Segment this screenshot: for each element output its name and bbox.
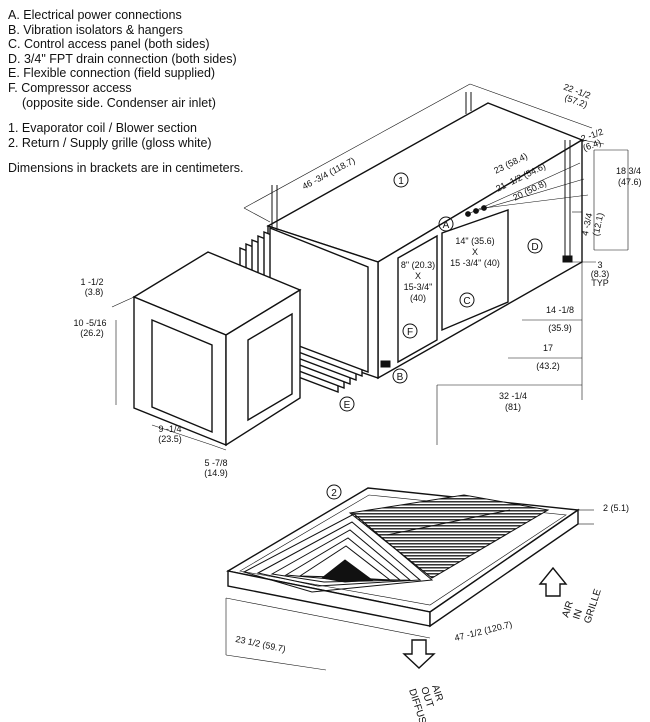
legend-units-note: Dimensions in brackets are in centimeter…: [8, 161, 244, 176]
callout-b: B: [397, 372, 404, 383]
isolator: [380, 360, 391, 368]
callout-1-circle: [393, 172, 409, 188]
dim-duct-10: 10 -5/16: [73, 318, 106, 328]
callout-f-circle: [402, 323, 418, 339]
dim-grille-length: 47 -1/2 (120.7): [453, 619, 513, 643]
dimension-lines: [111, 83, 629, 671]
dim-duct-1-5: 1 -1/2: [80, 277, 103, 287]
dim-c-panel-h: 15 -3/4" (40): [450, 258, 500, 268]
legend-item-d: D. 3/4" FPT drain connection (both sides…: [8, 51, 237, 66]
air-in-label-3: GRILLE: [582, 587, 604, 625]
legend-item-f: F. Compressor access: [8, 80, 132, 95]
dim-f-panel-x: X: [415, 271, 421, 281]
dim-height-right-cm: (47.6): [618, 177, 642, 187]
dim-height-right: 18 3/4: [616, 166, 641, 176]
legend-section-1: 1. Evaporator coil / Blower section: [8, 121, 197, 136]
callout-a-circle: [438, 216, 454, 232]
callout-e-circle: [339, 396, 355, 412]
dim-duct-5: 5 -7/8: [204, 458, 227, 468]
dim-duct-10-cm: (26.2): [80, 328, 104, 338]
callout-b-circle: [392, 368, 408, 384]
dim-grille-thickness: 2 (5.1): [603, 503, 629, 513]
duct-side-opening: [247, 312, 293, 422]
dim-panel-top-cm: (12.1): [591, 212, 606, 237]
callout-2-circle: [326, 484, 342, 500]
dim-17: 17: [543, 343, 553, 353]
isolator: [562, 255, 573, 263]
dim-32-cm: (81): [505, 402, 521, 412]
callout-d: D: [531, 242, 538, 253]
control-access-panel: [441, 209, 509, 332]
callout-a: A: [443, 220, 450, 231]
callout-c-circle: [459, 292, 475, 308]
legend-item-f-note: (opposite side. Condenser air inlet): [22, 95, 216, 110]
dim-typ-label: TYP: [591, 278, 609, 288]
duct-box: [132, 251, 302, 447]
callout-1: 1: [398, 176, 404, 187]
duct-front-opening: [151, 318, 213, 434]
legend-item-e: E. Flexible connection (field supplied): [8, 66, 216, 81]
dim-14: 14 -1/8: [546, 305, 574, 315]
dim-f-panel-h: 15-3/4": [404, 282, 433, 292]
callout-c: C: [463, 296, 470, 307]
grille-panel: [226, 487, 580, 628]
dim-17-cm: (43.2): [536, 361, 560, 371]
air-out-arrow-icon: [402, 639, 436, 669]
legend-item-a: A. Electrical power connections: [8, 8, 182, 22]
air-in-label-1: AIR: [560, 600, 576, 619]
callouts: 1 A C D F B E 2: [326, 172, 543, 500]
callout-e: E: [344, 400, 351, 411]
dim-duct-9: 9 -1/4: [158, 424, 181, 434]
dim-duct-9-cm: (23.5): [158, 434, 182, 444]
callout-2: 2: [331, 488, 337, 499]
air-in-arrow-icon: [538, 566, 568, 597]
compressor-access-panel: [397, 234, 438, 364]
dim-typ-3-cm: (8.3): [591, 269, 610, 279]
dim-panel-top: 4 -3/4: [580, 212, 595, 237]
legend-item-b: B. Vibration isolators & hangers: [8, 22, 183, 37]
dim-f-panel-w: 8" (20.3): [401, 260, 435, 270]
dim-c-panel-x: X: [472, 247, 478, 257]
dim-grille-width: 23 1/2 (59.7): [235, 634, 287, 654]
dim-14-cm: (35.9): [548, 323, 572, 333]
grille-divider: [386, 509, 511, 536]
callout-d-circle: [527, 238, 543, 254]
dim-duct-1-5-cm: (3.8): [85, 287, 104, 297]
legend: A. Electrical power connections B. Vibra…: [8, 8, 278, 176]
legend-item-c: C. Control access panel (both sides): [8, 37, 210, 52]
air-in-label-2: IN: [571, 608, 585, 621]
dim-32: 32 -1/4: [499, 391, 527, 401]
legend-section-2: 2. Return / Supply grille (gloss white): [8, 135, 212, 150]
air-out-label-1: AIR: [429, 684, 445, 703]
dim-typ-3: 3: [597, 260, 602, 270]
dim-duct-5-cm: (14.9): [204, 468, 228, 478]
callout-f: F: [407, 327, 413, 338]
dim-c-panel-w: 14" (35.6): [455, 236, 494, 246]
dim-f-panel-h-cm: (40): [410, 293, 426, 303]
